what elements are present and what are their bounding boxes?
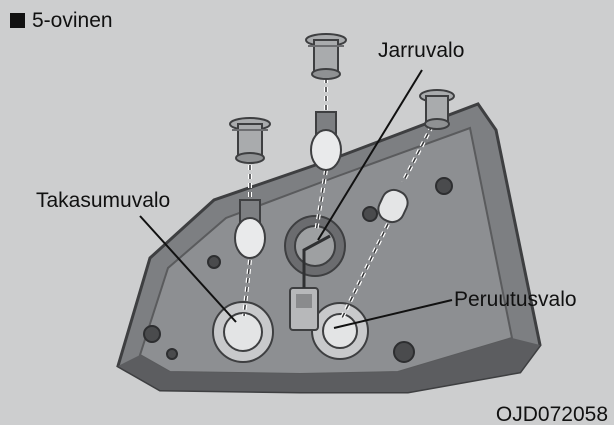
bullet-square-icon (10, 13, 25, 28)
label-rear-fog-light: Takasumuvalo (36, 190, 170, 211)
bulb-rear-fog (235, 200, 265, 258)
figure-code: OJD072058 (496, 404, 608, 425)
bulb-brake (311, 112, 341, 170)
label-brake-light: Jarruvalo (378, 40, 464, 61)
figure-title-text: 5-ovinen (32, 10, 113, 31)
socket-reverse (420, 90, 454, 129)
figure-title: 5-ovinen (10, 10, 113, 31)
socket-rear-fog (230, 118, 270, 163)
socket-brake (306, 34, 346, 79)
label-reverse-light: Peruutusvalo (454, 289, 577, 310)
